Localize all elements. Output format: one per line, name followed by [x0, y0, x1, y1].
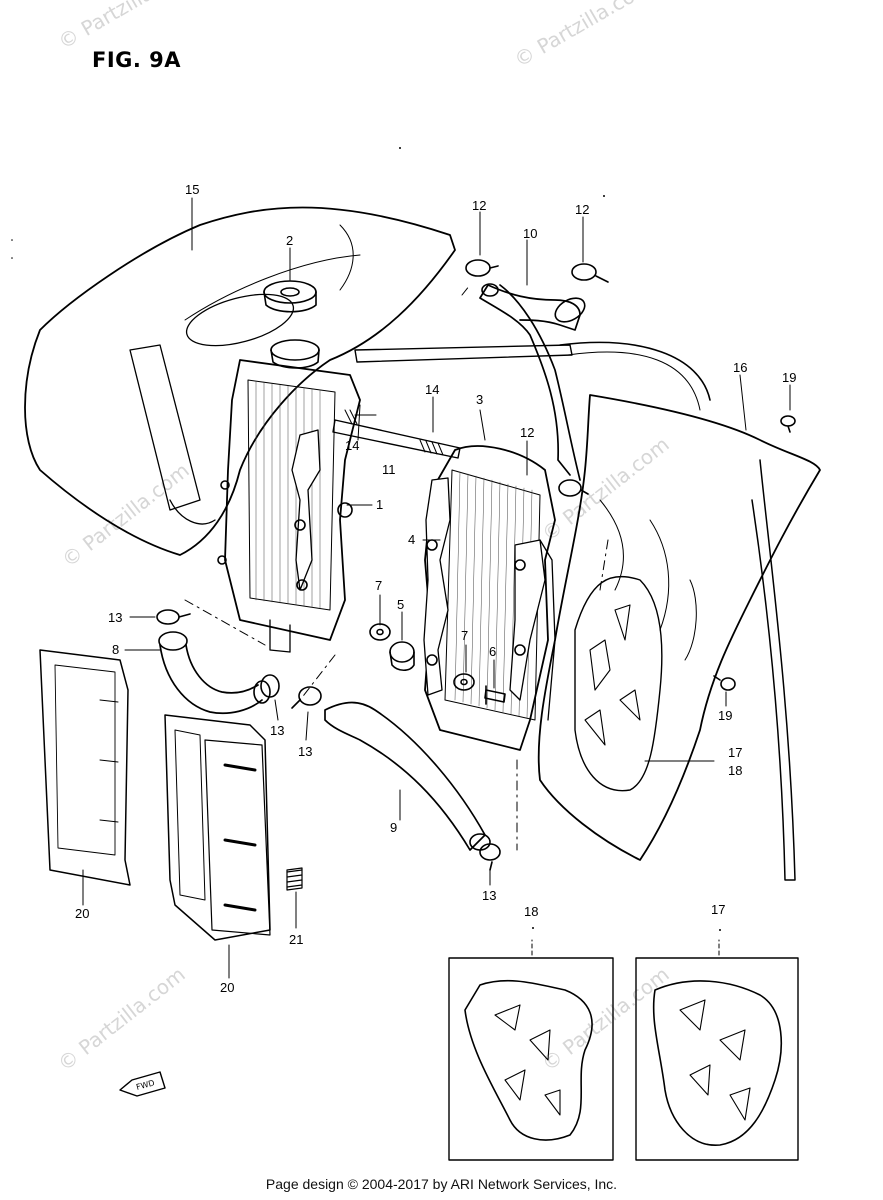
callout-13: 13: [298, 744, 312, 759]
detail-panel-17: [635, 939, 799, 1161]
fuel-tank-shroud-icon: [537, 394, 821, 881]
callout-15: 15: [185, 182, 199, 197]
detail-panel-18: [448, 939, 614, 1161]
callout-13: 13: [482, 888, 496, 903]
callout-2: 2: [286, 233, 293, 248]
spring-icon: [286, 867, 303, 891]
callout-16: 16: [733, 360, 747, 375]
callout-12: 12: [520, 425, 534, 440]
radiator-core-icon: [423, 445, 556, 751]
callout-20: 20: [75, 906, 89, 921]
radiator-guard: [39, 649, 271, 941]
callout-19: 19: [718, 708, 732, 723]
connecting-pipe: [332, 419, 461, 459]
callout-7: 7: [461, 628, 468, 643]
callout-19: 19: [782, 370, 796, 385]
bolt-icon: [484, 685, 506, 705]
hose-clamp-icon: [465, 259, 609, 497]
figure-title: FIG. 9A: [92, 48, 182, 72]
frame-rod: [559, 341, 711, 401]
radiator-core-icon: [217, 359, 361, 653]
frame-rod: [567, 351, 701, 411]
callout-12: 12: [472, 198, 486, 213]
callout-17: 17: [711, 902, 725, 917]
callout-14: 14: [345, 438, 359, 453]
callout-13: 13: [270, 723, 284, 738]
callout-11: 9: [390, 820, 397, 835]
strut-bar: [354, 344, 573, 363]
collar-bushing: [389, 641, 415, 672]
spring-icon: [344, 409, 444, 456]
callout-9: 8: [112, 642, 119, 657]
callout-17: 17: [728, 745, 742, 760]
callout-3: 3: [476, 392, 483, 407]
callout-14: 14: [425, 382, 439, 397]
lower-hose: [324, 701, 491, 851]
callout-18: 18: [524, 904, 538, 919]
callout-13: 13: [108, 610, 122, 625]
rubber-grommet: [369, 623, 475, 691]
callout-21: 21: [289, 932, 303, 947]
callout-12: 12: [575, 202, 589, 217]
radiator-cap-icon: [263, 280, 320, 369]
callout-1: 1: [376, 497, 383, 512]
page-footer: Page design © 2004-2017 by ARI Network S…: [265, 1176, 618, 1192]
exploded-view-drawing: 15 2 12 10 12 16 19 3 14 14 12 11 1 4 7 …: [11, 147, 821, 1161]
upper-hose: [479, 283, 586, 481]
callout-labels: 15 2 12 10 12 16 19 3 14 14 12 11 1 4 7 …: [75, 182, 796, 1092]
callout-10: 11: [382, 462, 396, 477]
hose-clamp-icon: [156, 609, 501, 871]
fwd-label: FWD: [135, 1078, 155, 1092]
leader-lines: [82, 197, 791, 979]
guide-line: [184, 284, 609, 851]
fuel-tank-shroud-icon: [24, 206, 456, 556]
callout-5: 5: [397, 597, 404, 612]
lower-hose: [158, 631, 271, 715]
specks: [11, 147, 721, 931]
bolt-icon: [713, 415, 796, 691]
callout-18: 18: [728, 763, 742, 778]
callout-6: 6: [489, 644, 496, 659]
forward-arrow-icon: [119, 1071, 166, 1097]
callout-8: 10: [523, 226, 537, 241]
callout-7: 7: [375, 578, 382, 593]
callout-4: 4: [408, 532, 415, 547]
callout-20: 20: [220, 980, 234, 995]
